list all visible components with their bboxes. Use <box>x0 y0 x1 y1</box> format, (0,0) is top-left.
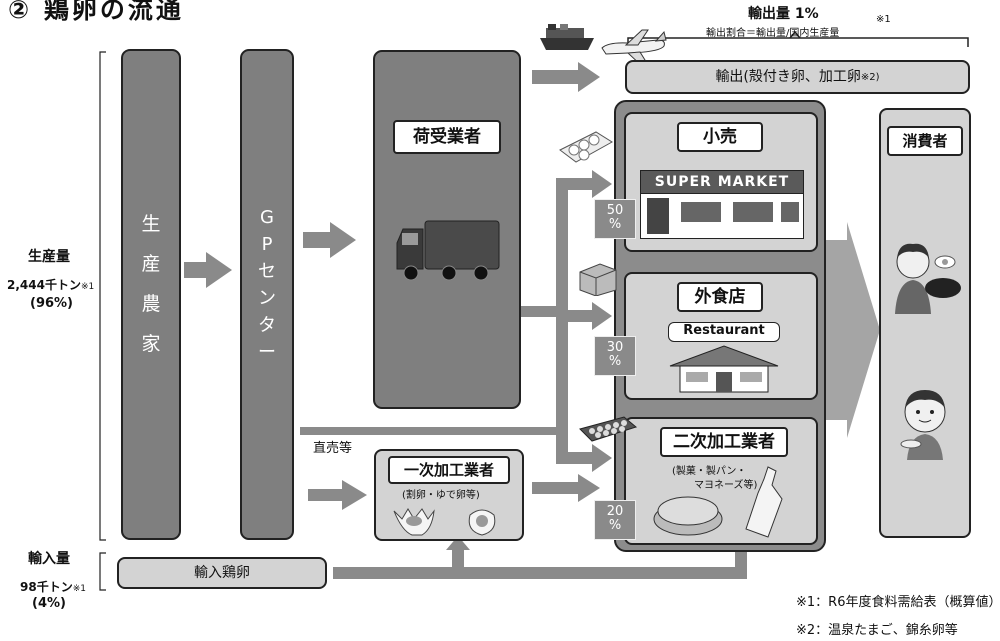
arrow-to-export <box>532 62 600 92</box>
production-label: 生産量 <box>28 249 70 265</box>
egg-tray-icon <box>579 416 638 442</box>
export-box: 輸出(殻付き卵、加工卵※2) <box>625 60 970 94</box>
gp-center-label: G P セ ン タ ー <box>242 204 292 366</box>
primary-processor-box: 一次加工業者 (割卵・ゆで卵等) <box>374 449 524 541</box>
restaurant-icon: Restaurant <box>668 322 780 394</box>
retail-label: 小売 <box>677 122 763 152</box>
shipper-label: 荷受業者 <box>393 120 501 154</box>
secondary-processor-desc: (製菓・製パン・ マヨネーズ等) <box>672 465 757 493</box>
gp-char-1: G <box>260 207 274 228</box>
import-label: 輸入量 <box>28 551 70 567</box>
gp-char-4: ン <box>258 288 276 309</box>
gp-char-6: ー <box>258 342 276 363</box>
gp-center-box: G P セ ン タ ー <box>240 49 294 540</box>
import-share: (4%) <box>32 596 66 611</box>
production-amount: 2,444千トン※1 <box>7 276 94 293</box>
primary-processor-desc: (割卵・ゆで卵等) <box>402 490 480 501</box>
ship-icon <box>540 24 594 50</box>
secondary-processor-label: 二次加工業者 <box>660 427 788 457</box>
secondary-processor-desc-line-2: マヨネーズ等) <box>694 480 758 491</box>
retail-share-value: 50 <box>606 203 624 218</box>
egg-carton-icon <box>559 131 613 163</box>
secondary-share-value: 20 <box>606 504 624 519</box>
import-amount: 98千トン※1 <box>20 578 86 595</box>
mayonnaise-icon <box>745 466 783 538</box>
primary-processor-label: 一次加工業者 <box>388 456 510 484</box>
arrow-to-restaurant <box>556 302 612 330</box>
cooking-woman-icon <box>895 243 961 314</box>
supermarket-icon: SUPER MARKET <box>640 170 804 240</box>
footnote-1: ※1：R6年度食料需給表（概算値） <box>796 595 1000 610</box>
restaurant-box: 外食店 Restaurant <box>624 272 818 400</box>
restaurant-share-badge: 30 % <box>594 336 636 376</box>
export-label: 輸出(殻付き卵、加工卵 <box>715 69 861 85</box>
gp-char-3: セ <box>258 261 276 282</box>
direct-sales-label: 直売等 <box>313 441 353 456</box>
import-amount-value: 98千トン <box>20 580 73 594</box>
supermarket-sign: SUPER MARKET <box>640 170 804 194</box>
secondary-share-unit: % <box>608 518 622 533</box>
consumer-box: 消費者 <box>879 108 971 538</box>
restaurant-share-value: 30 <box>606 340 624 355</box>
arrow-to-consumer <box>822 222 880 438</box>
secondary-processor-desc-line-1: (製菓・製パン・ <box>672 466 747 477</box>
export-note-mark: ※1 <box>876 14 891 25</box>
export-ratio-formula: 輸出割合＝輸出量/国内生産量 <box>706 28 840 39</box>
farmers-char-3: 農 <box>141 293 161 315</box>
secondary-processor-box: 二次加工業者 (製菓・製パン・ マヨネーズ等) <box>624 417 818 545</box>
production-note-mark: ※1 <box>80 282 95 292</box>
cardboard-box-icon <box>579 263 617 296</box>
gp-char-2: P <box>261 234 273 255</box>
arrow-gp-to-primary <box>308 480 367 510</box>
export-volume: 輸出量 1% <box>748 6 819 22</box>
import-box: 輸入鶏卵 <box>117 557 327 589</box>
farmers-box: 生 産 農 家 <box>121 49 181 540</box>
eating-boy-icon <box>900 390 946 460</box>
production-amount-value: 2,444千トン <box>7 278 81 292</box>
arrow-primary-to-secondary <box>532 474 600 502</box>
farmers-char-4: 家 <box>141 333 161 355</box>
arrow-to-secondary <box>556 444 612 472</box>
footnote-2: ※2：温泉たまご、錦糸卵等 <box>796 623 958 638</box>
cracked-egg-icon <box>393 508 496 536</box>
restaurant-share-unit: % <box>608 354 622 369</box>
export-note-mark-2: ※2) <box>860 72 880 83</box>
restaurant-sign: Restaurant <box>668 322 780 342</box>
import-bracket <box>99 552 106 591</box>
farmers-label: 生 産 農 家 <box>123 204 179 364</box>
page-title: ② 鶏卵の流通 <box>8 0 184 24</box>
import-note-mark: ※1 <box>72 584 86 594</box>
retail-share-badge: 50 % <box>594 199 636 239</box>
export-brace <box>627 37 969 47</box>
retail-box: 小売 SUPER MARKET <box>624 112 818 252</box>
cake-icon <box>653 496 723 536</box>
consumer-label: 消費者 <box>887 126 963 156</box>
gp-char-5: タ <box>258 315 276 336</box>
shipper-box: 荷受業者 <box>373 50 521 409</box>
retail-share-unit: % <box>608 217 622 232</box>
production-bracket <box>99 51 106 541</box>
secondary-share-badge: 20 % <box>594 500 636 540</box>
farmers-char-2: 産 <box>141 253 161 275</box>
truck-icon <box>396 220 500 281</box>
arrow-gp-to-shipper <box>303 222 356 258</box>
arrow-farmer-to-gp <box>184 252 232 288</box>
restaurant-label: 外食店 <box>677 282 763 312</box>
farmers-char-1: 生 <box>141 213 161 235</box>
arrow-to-retail <box>556 170 612 198</box>
production-share: (96%) <box>30 296 73 311</box>
